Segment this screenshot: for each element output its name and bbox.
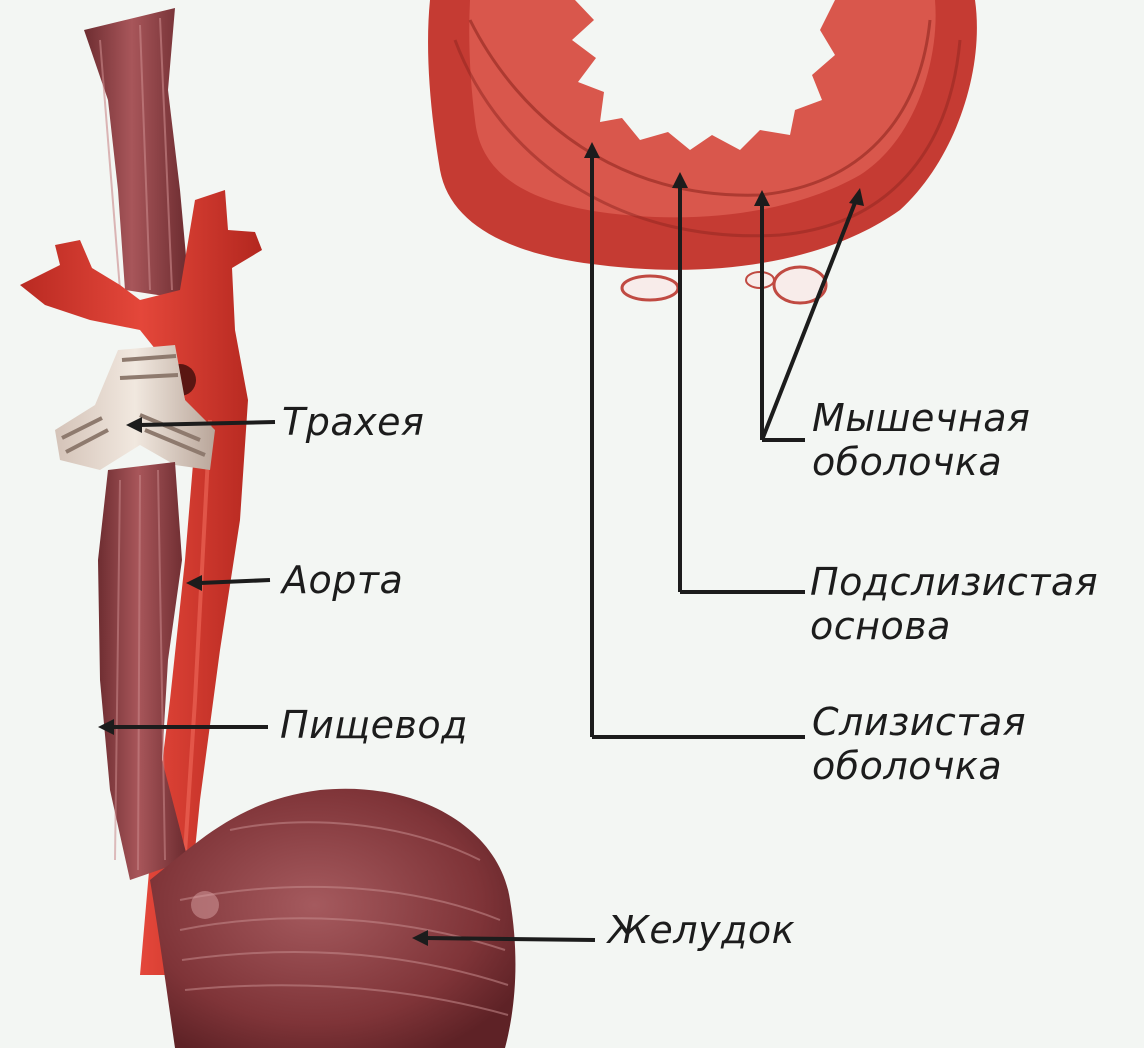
- trachea-label: Трахея: [282, 400, 424, 444]
- cross-section: [428, 0, 977, 303]
- esophagus-label: Пищевод: [280, 703, 468, 747]
- mucosa-label: Слизистая оболочка: [812, 700, 1026, 788]
- muscular-layer-label: Мышечная оболочка: [812, 396, 1030, 484]
- stomach-shape: [150, 789, 515, 1048]
- submucosa-label: Подслизистая основа: [810, 560, 1098, 648]
- stomach-label: Желудок: [608, 908, 795, 952]
- upper-esophagus: [84, 8, 190, 300]
- stomach-leader: [425, 938, 595, 940]
- aorta-label: Аорта: [282, 558, 403, 602]
